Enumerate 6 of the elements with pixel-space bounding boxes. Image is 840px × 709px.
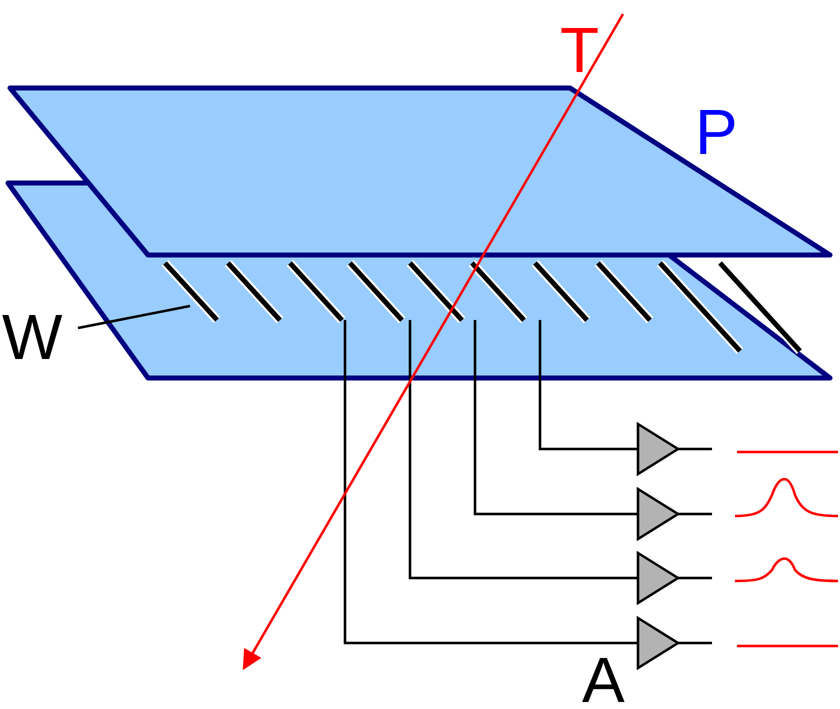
leader-line [78, 304, 190, 330]
part-label: P [695, 100, 738, 164]
part-label: T [560, 18, 600, 82]
anode-wire [162, 260, 220, 324]
part-label: A [582, 648, 625, 709]
part-label: W [2, 305, 62, 369]
